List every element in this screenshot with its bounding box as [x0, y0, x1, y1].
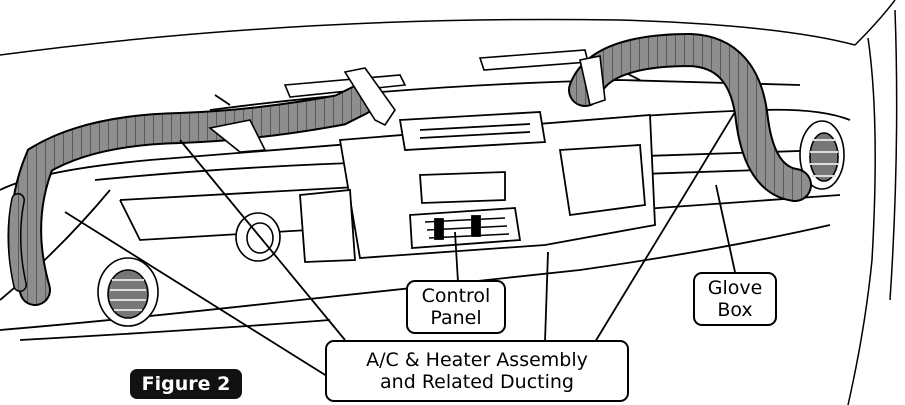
control-panel-face: [409, 207, 522, 249]
glove-box-callout: Glove Box: [693, 272, 777, 326]
ducting: [7, 32, 812, 306]
control-panel-line2: Panel: [430, 307, 482, 329]
control-panel-callout: Control Panel: [406, 280, 506, 334]
assembly-callout: A/C & Heater Assembly and Related Ductin…: [325, 340, 629, 402]
control-panel-line1: Control: [421, 285, 491, 307]
glove-box-line1: Glove: [707, 277, 763, 299]
assembly-line2: and Related Ducting: [380, 371, 574, 393]
defroster-vents: [283, 49, 590, 98]
right-vent: [799, 120, 845, 190]
left-vent: [97, 257, 159, 327]
glove-box-line2: Box: [717, 299, 753, 321]
duct-clamps: [208, 55, 606, 153]
assembly-line1: A/C & Heater Assembly: [366, 349, 588, 371]
figure-label: Figure 2: [130, 369, 242, 399]
leader-lines: [64, 111, 736, 379]
